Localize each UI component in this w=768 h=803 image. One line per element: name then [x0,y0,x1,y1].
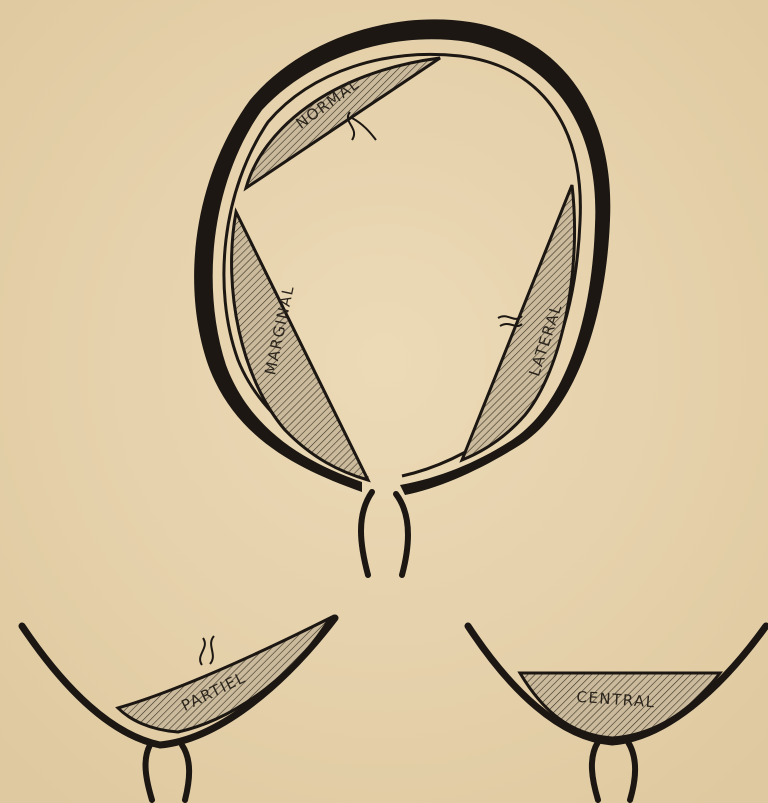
placenta-insertion-diagram: NORMAL MARGINAL LATERAL PARTIEL CENTRAL [0,0,768,803]
